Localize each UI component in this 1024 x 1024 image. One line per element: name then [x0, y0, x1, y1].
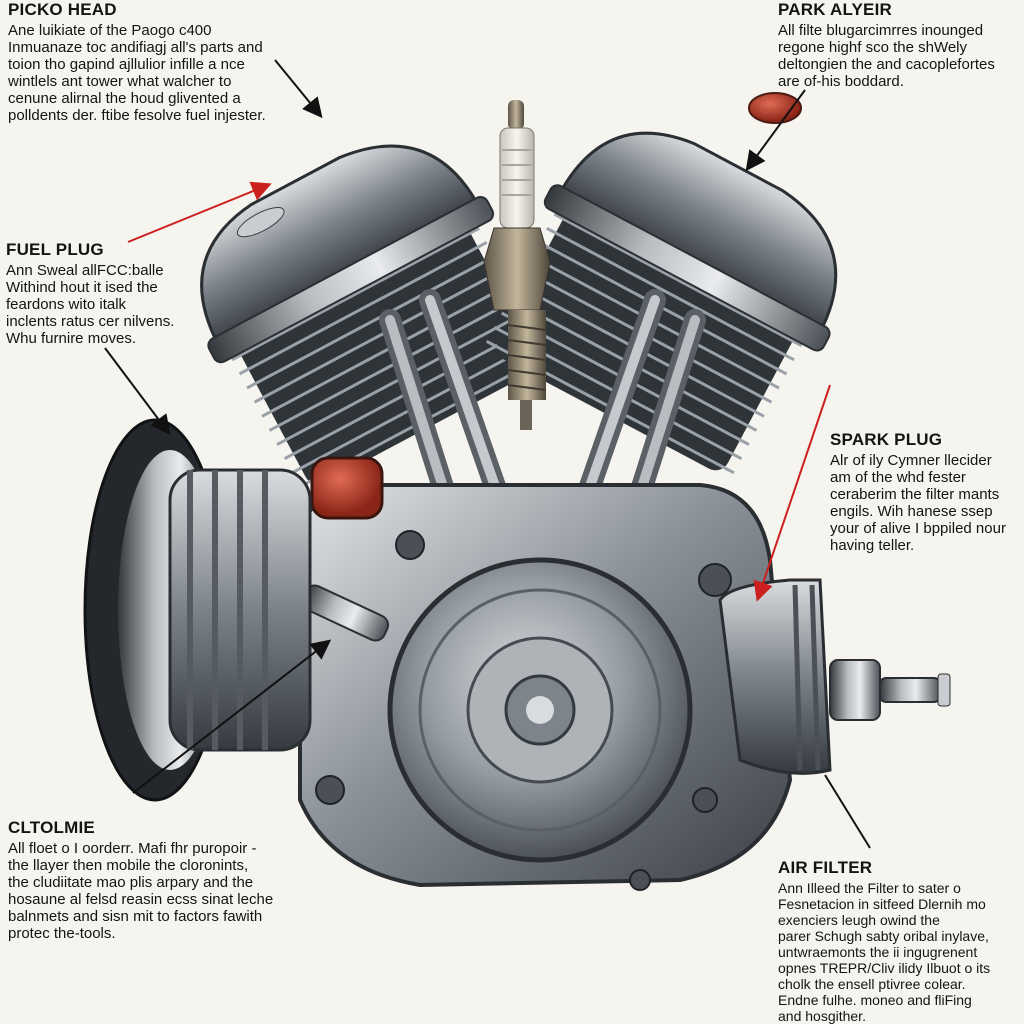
arrow-air-filter — [824, 774, 871, 849]
label-top-left-body: Ane luikiate of the Paogo c400 Inmuanaze… — [8, 22, 266, 124]
label-left-mid-body: Ann Sweal allFCC:balle Withind hout it i… — [6, 262, 175, 347]
label-top-left: PICKO HEAD Ane luikiate of the Paogo c40… — [8, 0, 298, 124]
label-top-right-body: All filte blugarcimrres inounged regone … — [778, 22, 995, 90]
arrow-park-alyeir — [745, 89, 806, 172]
carburetor-icon — [83, 418, 312, 802]
label-left-mid: FUEL PLUG Ann Sweal allFCC:balle Withind… — [6, 240, 206, 347]
arrow-fuel-plug — [127, 181, 272, 243]
crankcase-bolts — [315, 530, 732, 891]
label-right-mid-title: SPARK PLUG — [830, 430, 943, 449]
label-right-mid: SPARK PLUG Alr of ily Cymner llecider am… — [830, 430, 1020, 554]
label-left-mid-title: FUEL PLUG — [6, 240, 104, 259]
label-bottom-left-body: All floet o I oorderr. Mafi fhr puropoir… — [8, 840, 274, 942]
air-filter-icon — [718, 578, 951, 775]
label-top-left-title: PICKO HEAD — [8, 0, 117, 19]
label-bottom-right-body: Ann Illeed the Filter to sater o Fesneta… — [778, 880, 991, 1024]
arrow-fuel-plug-2 — [104, 347, 171, 436]
left-cylinder — [200, 144, 548, 489]
callout-arrows — [104, 59, 871, 849]
oil-cap — [310, 456, 384, 520]
label-top-right-title: PARK ALYEIR — [778, 0, 892, 19]
label-bottom-right-title: AIR FILTER — [778, 858, 873, 877]
label-bottom-left: CLTOLMIE All floet o I oorderr. Mafi fhr… — [8, 818, 298, 942]
right-head-red-cap — [748, 92, 802, 124]
label-top-right: PARK ALYEIR All filte blugarcimrres inou… — [778, 0, 1018, 90]
label-right-mid-body: Alr of ily Cymner llecider am of the whd… — [830, 452, 1006, 554]
right-cylinder-head — [556, 131, 838, 337]
arrow-picko-head — [274, 59, 323, 119]
label-bottom-right: AIR FILTER Ann Illeed the Filter to sate… — [778, 858, 1018, 1024]
arrow-cltolmie — [132, 639, 332, 794]
arrow-spark-plug — [753, 384, 831, 602]
label-bottom-left-title: CLTOLMIE — [8, 818, 95, 837]
spark-plug-icon — [483, 100, 551, 430]
